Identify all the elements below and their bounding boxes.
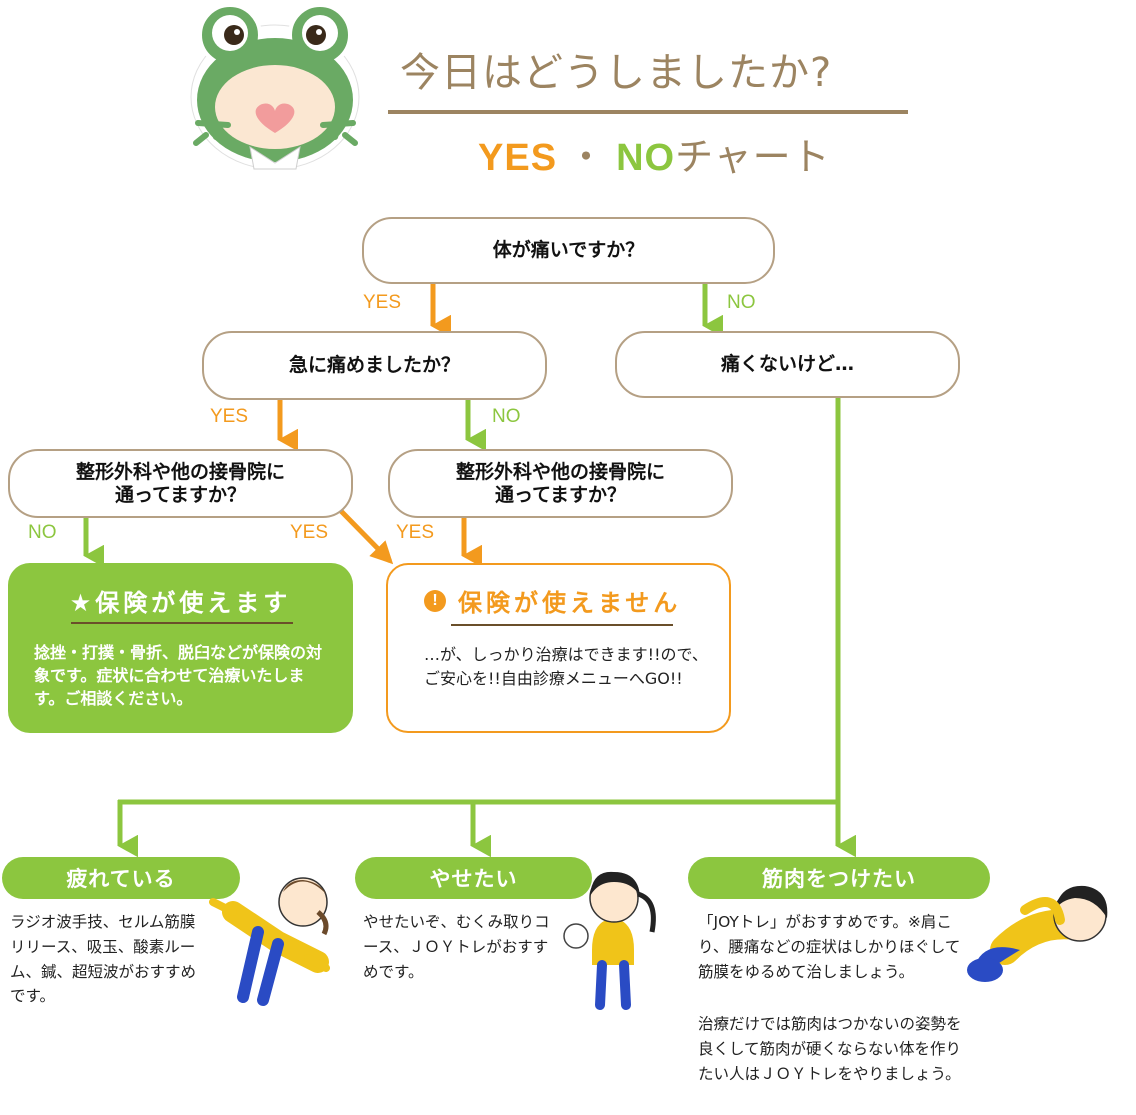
insurance-unavailable-text: …が、しっかり治療はできます!!ので、ご安心を!!自由診療メニューへGO!!	[424, 645, 708, 688]
outcome-tired-desc: ラジオ波手技、セルム筋膜リリース、吸玉、酸素ルーム、鍼、超短波がおすすめです。	[10, 913, 197, 1006]
insurance-unavailable-divider	[451, 624, 673, 626]
label-yes-q5: YES	[396, 522, 435, 543]
question-other-clinic-left: 整形外科や他の接骨院に 通ってますか？	[8, 449, 353, 518]
outcome-slim-label: やせたい	[355, 857, 592, 899]
page-subtitle: YES・NOチャート	[478, 126, 831, 181]
subtitle-rest: チャート	[675, 135, 831, 179]
question-body-pain: 体が痛いですか？	[362, 217, 775, 284]
tired-person-illustration	[209, 877, 330, 1006]
label-no-q1: NO	[727, 292, 756, 313]
outcome-muscle-desc-2: 治療だけでは筋肉はつかないの姿勢を良くして筋肉が硬くならない体を作りたい人はＪＯ…	[698, 1015, 962, 1083]
arrow-q4-yes	[338, 508, 394, 565]
subtitle-yes: YES	[478, 137, 558, 179]
title-divider	[388, 110, 908, 114]
result-insurance-unavailable: ! 保険が使えません …が、しっかり治療はできます!!ので、ご安心を!!自由診療メ…	[386, 563, 731, 733]
muscle-person-illustration	[967, 885, 1108, 982]
question-sudden-pain: 急に痛めましたか？	[202, 331, 547, 400]
insurance-available-text: 捻挫・打撲・骨折、脱臼などが保険の対象です。症状に合わせて治療いたします。ご相談…	[34, 643, 323, 709]
subtitle-separator: ・	[567, 135, 607, 179]
subtitle-no: NO	[616, 137, 676, 179]
result-insurance-available: ★保険が使えます 捻挫・打撲・骨折、脱臼などが保険の対象です。症状に合わせて治療…	[8, 563, 353, 733]
label-no-q2: NO	[492, 406, 521, 427]
label-yes-q4: YES	[290, 522, 329, 543]
label-no-q4: NO	[28, 522, 57, 543]
outcome-muscle-desc-1: 「JOYトレ」がおすすめです。※肩こり、腰痛などの症状はしかりほぐして筋膜をゆる…	[698, 913, 961, 981]
page-title: 今日はどうしましたか?	[400, 50, 833, 96]
question-other-clinic-right: 整形外科や他の接骨院に 通ってますか？	[388, 449, 733, 518]
insurance-available-title: ★保険が使えます	[69, 589, 292, 617]
outcome-tired-label: 疲れている	[2, 857, 240, 899]
insurance-available-divider	[71, 622, 293, 624]
exclamation-icon: !	[424, 589, 446, 612]
label-yes-q1: YES	[363, 292, 402, 313]
frog-mascot-icon	[190, 5, 360, 170]
outcome-slim-desc: やせたいぞ、むくみ取りコース、ＪＯＹトレがおすすめです。	[363, 913, 550, 981]
insurance-unavailable-title: 保険が使えません	[458, 589, 682, 617]
outcome-muscle-label: 筋肉をつけたい	[688, 857, 990, 899]
slim-person-illustration	[563, 871, 656, 1010]
question-no-pain: 痛くないけど…	[615, 331, 960, 398]
label-yes-q2: YES	[210, 406, 249, 427]
